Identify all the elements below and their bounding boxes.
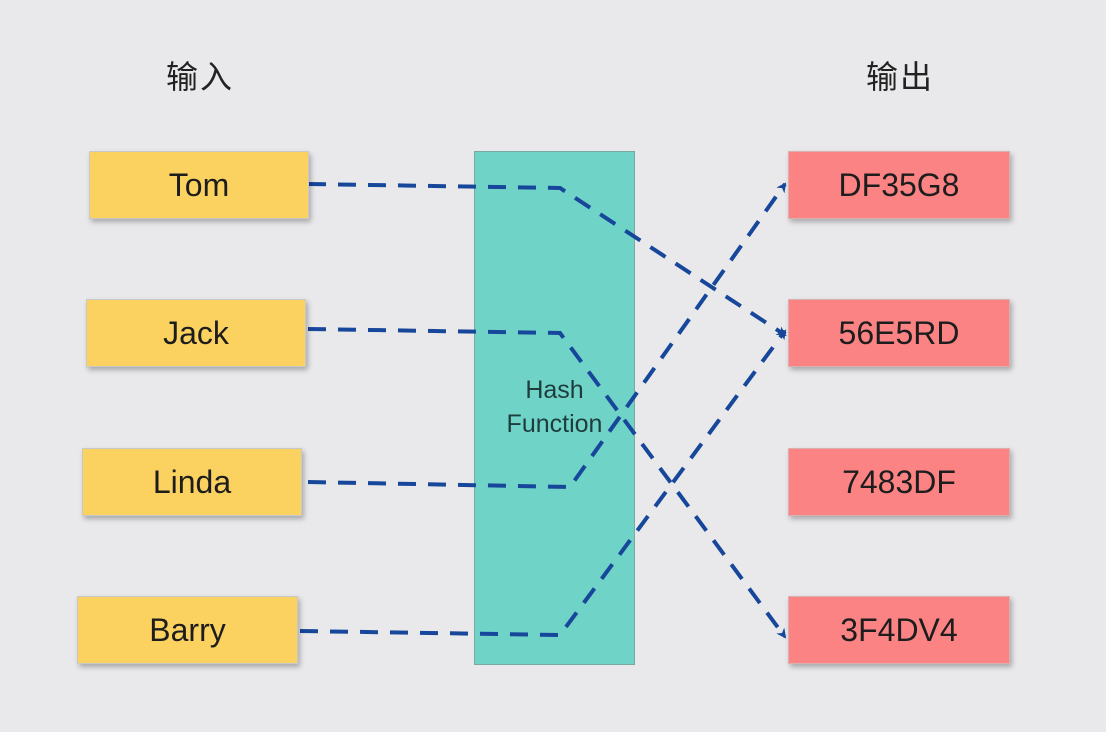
output-box-3f4dv4: 3F4DV4 bbox=[788, 596, 1010, 664]
arrow-tom-to-56e5rd bbox=[307, 182, 787, 337]
input-box-tom: Tom bbox=[89, 151, 309, 219]
input-heading: 输入 bbox=[165, 58, 234, 96]
hash-function-box bbox=[474, 151, 635, 665]
arrow-barry-to-56e5rd bbox=[299, 329, 787, 638]
hash-label-line2: Function bbox=[506, 410, 603, 438]
arrow-linda-to-df35g8 bbox=[307, 182, 787, 490]
hash-label-line1: Hash bbox=[525, 376, 584, 404]
output-box-df35g8: DF35G8 bbox=[788, 151, 1010, 219]
output-box-56e5rd: 56E5RD bbox=[788, 299, 1010, 367]
input-box-barry: Barry bbox=[77, 596, 298, 664]
arrow-jack-to-3f4dv4 bbox=[307, 327, 787, 639]
input-box-jack: Jack bbox=[86, 299, 306, 367]
input-box-linda: Linda bbox=[82, 448, 302, 516]
output-box-7483df: 7483DF bbox=[788, 448, 1010, 516]
output-heading: 输出 bbox=[865, 58, 934, 96]
hash-function-label: Hash Function bbox=[474, 373, 635, 441]
